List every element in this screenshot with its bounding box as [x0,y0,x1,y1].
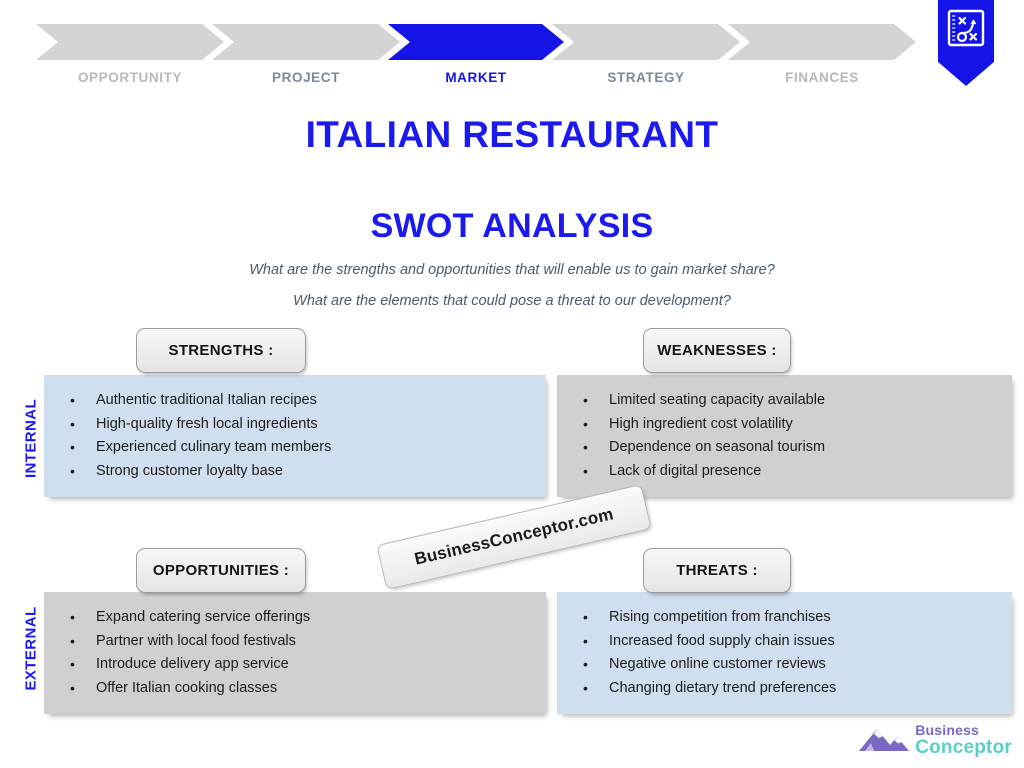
list-item: Offer Italian cooking classes [44,677,546,701]
watermark-ribbon: BusinessConceptor.com [376,483,652,591]
nav-step-project[interactable]: PROJECT [212,24,400,85]
chevron-shape-opportunity [36,24,224,60]
list-item: Partner with local food festivals [44,630,546,654]
quadrant-box-threats: Rising competition from franchises Incre… [557,592,1012,714]
section-title: SWOT ANALYSIS [370,207,654,245]
opportunities-list: Expand catering service offerings Partne… [44,592,546,700]
list-item: High ingredient cost volatility [557,413,1012,437]
list-item: Expand catering service offerings [44,606,546,630]
strengths-list: Authentic traditional Italian recipes Hi… [44,375,546,483]
nav-step-opportunity[interactable]: OPPORTUNITY [36,24,224,85]
strategy-playbook-icon [938,0,994,86]
quadrant-box-opportunities: Expand catering service offerings Partne… [44,592,546,714]
logo-wordmark: Business Conceptor [915,723,1012,757]
nav-step-label-finances: FINANCES [785,70,859,85]
quadrant-box-weaknesses: Limited seating capacity available High … [557,375,1012,497]
list-item: Authentic traditional Italian recipes [44,389,546,413]
list-item: Lack of digital presence [557,460,1012,484]
list-item: Introduce delivery app service [44,653,546,677]
workflow-nav-bar: OPPORTUNITY PROJECT MARKET STRATEGY FINA… [0,0,1024,96]
list-item: Experienced culinary team members [44,436,546,460]
watermark-text: BusinessConceptor.com [412,504,616,569]
list-item: Rising competition from franchises [557,606,1012,630]
chevron-shape-strategy [552,24,740,60]
nav-step-label-project: PROJECT [272,70,340,85]
quadrant-box-strengths: Authentic traditional Italian recipes Hi… [44,375,546,497]
subtitle-question-2: What are the elements that could pose a … [293,293,731,309]
quadrant-header-weaknesses: WEAKNESSES : [643,328,791,373]
axis-label-internal: INTERNAL [22,398,40,479]
logo-text-conceptor: Conceptor [915,737,1012,758]
nav-step-market[interactable]: MARKET [388,24,564,85]
page-title: ITALIAN RESTAURANT [305,114,719,155]
chevron-shape-market [388,24,564,60]
quadrant-header-opportunities: OPPORTUNITIES : [136,548,306,593]
list-item: Strong customer loyalty base [44,460,546,484]
list-item: Limited seating capacity available [557,389,1012,413]
list-item: High-quality fresh local ingredients [44,413,546,437]
list-item: Increased food supply chain issues [557,630,1012,654]
nav-step-label-opportunity: OPPORTUNITY [77,70,183,85]
list-item: Changing dietary trend preferences [557,677,1012,701]
footer-logo: Business Conceptor [857,720,1012,760]
quadrant-header-strengths: STRENGTHS : [136,328,306,373]
nav-step-strategy[interactable]: STRATEGY [552,24,740,85]
list-item: Negative online customer reviews [557,653,1012,677]
mountain-logo-icon [857,721,929,760]
weaknesses-list: Limited seating capacity available High … [557,375,1012,483]
subtitle-question-1: What are the strengths and opportunities… [249,262,775,278]
threats-list: Rising competition from franchises Incre… [557,592,1012,700]
nav-step-label-strategy: STRATEGY [607,70,685,85]
chevron-shape-finances [728,24,916,60]
list-item: Dependence on seasonal tourism [557,436,1012,460]
chevron-shape-project [212,24,400,60]
axis-label-external: EXTERNAL [22,606,40,691]
logo-text-business: Business [915,722,980,738]
nav-step-label-market: MARKET [445,70,507,85]
quadrant-header-threats: THREATS : [643,548,791,593]
nav-step-finances[interactable]: FINANCES [728,24,916,85]
